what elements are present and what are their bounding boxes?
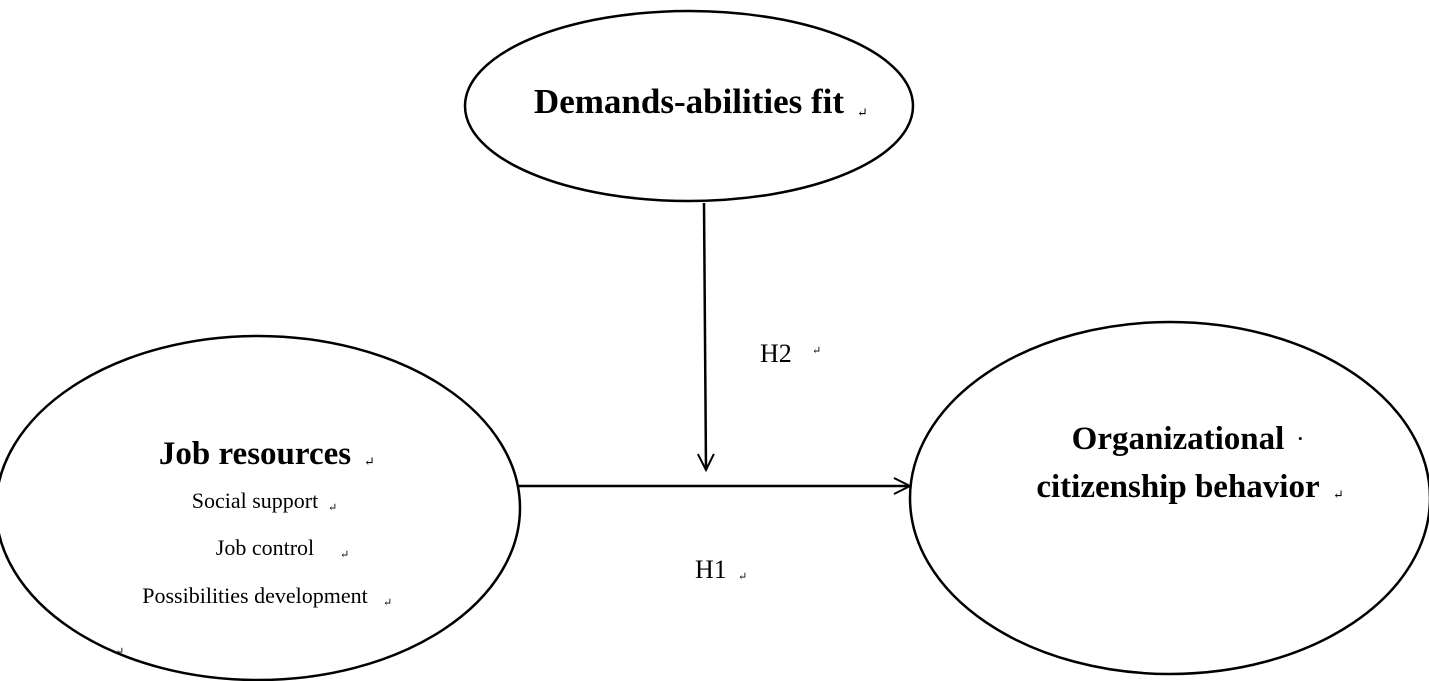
paragraph-mark: ↵	[328, 502, 337, 514]
predictor-ellipse	[0, 334, 522, 681]
moderator-title: Demands-abilities fit	[534, 82, 844, 121]
moderator-ellipse	[463, 9, 915, 203]
outcome-title-line1: Organizational	[1072, 421, 1285, 457]
edge-h2: H2 ↵	[704, 202, 821, 470]
paragraph-mark: ↵	[857, 105, 868, 120]
h1-label: H1	[695, 555, 727, 584]
h2-label: H2	[760, 339, 792, 368]
outcome-ellipse	[908, 320, 1429, 676]
h2-arrow	[704, 202, 706, 470]
paragraph-mark: ↵	[340, 549, 349, 561]
outcome-title-line2: citizenship behavior	[1036, 469, 1319, 505]
edge-h1: H1 ↵	[519, 486, 910, 584]
moderator-node: Demands-abilities fit ↵	[463, 9, 915, 203]
paragraph-mark: ↵	[812, 345, 821, 357]
predictor-item-job-control: Job control	[216, 535, 314, 560]
outcome-node: Organizational • citizenship behavior ↵	[908, 320, 1429, 676]
paragraph-mark: ↵	[738, 571, 747, 583]
predictor-title: Job resources	[159, 436, 351, 472]
paragraph-mark: ↵	[364, 454, 375, 469]
paragraph-mark: ↵	[1333, 487, 1344, 502]
paragraph-mark: •	[1298, 431, 1303, 446]
predictor-item-possibilities-development: Possibilities development	[142, 583, 368, 608]
paragraph-mark: ↵	[383, 597, 392, 609]
paragraph-mark: ↵	[115, 646, 124, 658]
predictor-item-social-support: Social support	[192, 488, 319, 513]
predictor-node: Job resources ↵ Social support ↵ Job con…	[0, 334, 522, 681]
